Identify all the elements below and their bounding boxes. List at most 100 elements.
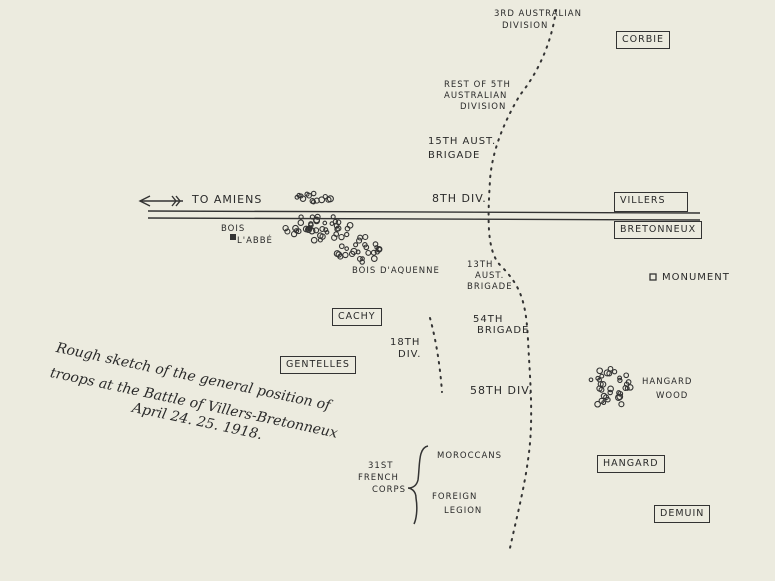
tree-mark — [594, 400, 601, 408]
place-villers: VILLERS — [614, 192, 688, 212]
tree-mark — [617, 375, 623, 381]
arrow-left-icon — [138, 195, 183, 207]
tree-mark — [309, 214, 316, 220]
tree-mark — [353, 242, 359, 248]
tree-mark — [596, 367, 604, 375]
label-54th-brigade: 54thBRIGADE — [473, 314, 530, 336]
tree-mark — [362, 233, 369, 241]
road-to-amiens — [147, 210, 701, 221]
tree-mark — [322, 220, 328, 226]
place-demuin: DEMUIN — [654, 505, 711, 523]
tree-mark — [317, 232, 324, 239]
monument-marker — [649, 273, 657, 281]
place-hangard: HANGARD — [597, 455, 665, 473]
tree-mark — [329, 221, 335, 226]
tree-mark — [338, 243, 345, 250]
tree-mark — [313, 227, 320, 234]
tree-mark — [304, 191, 310, 197]
bois-labbe-marker — [230, 234, 236, 240]
tree-mark — [319, 226, 326, 232]
tree-mark — [335, 225, 342, 232]
french-corps-brace — [407, 445, 429, 525]
tree-mark — [298, 193, 304, 199]
tree-mark — [344, 246, 350, 251]
label-15th-aust-brigade: 15th AUST.BRIGADE — [428, 136, 497, 161]
tree-mark — [611, 369, 618, 375]
tree-mark — [297, 219, 305, 226]
label-31st-french-corps: 31stFRENCHCORPS — [358, 461, 407, 495]
label-monument: MONUMENT — [662, 272, 730, 283]
tree-mark — [607, 389, 613, 396]
tree-mark — [338, 233, 345, 241]
tree-mark — [365, 249, 372, 256]
tree-mark — [355, 249, 361, 255]
tree-mark — [607, 365, 614, 372]
tree-mark — [618, 401, 625, 408]
tree-mark — [342, 251, 349, 259]
tree-mark — [337, 253, 344, 260]
tree-mark — [333, 231, 340, 237]
label-5th-australian-division: REST of 5thAUSTRALIANDIVISION — [444, 80, 511, 112]
tree-mark — [310, 236, 318, 244]
tree-mark — [357, 234, 364, 241]
tree-mark — [601, 400, 607, 406]
tree-mark — [607, 385, 614, 393]
wood-bois-daquenne — [333, 233, 383, 265]
tree-mark — [356, 237, 363, 244]
tree-mark — [282, 224, 289, 232]
tree-mark — [313, 216, 321, 224]
place-cachy: CACHY — [332, 308, 382, 326]
tree-mark — [356, 255, 363, 262]
tree-mark — [322, 193, 328, 200]
place-gentelles: GENTELLES — [280, 356, 356, 374]
tree-mark — [330, 214, 336, 220]
tree-mark — [617, 377, 623, 384]
woods — [282, 190, 634, 408]
tree-mark — [323, 227, 329, 233]
label-58th-div: 58th DIV. — [470, 384, 533, 397]
tree-mark — [597, 381, 604, 388]
place-corbie: CORBIE — [616, 31, 671, 49]
tree-mark — [295, 228, 302, 235]
tree-mark — [372, 241, 379, 247]
tree-mark — [603, 394, 610, 401]
tree-mark — [370, 249, 377, 256]
tree-mark — [363, 244, 370, 251]
front-line — [487, 9, 557, 549]
tree-mark — [310, 190, 317, 197]
tree-mark — [374, 249, 380, 255]
tree-mark — [588, 377, 594, 383]
tree-mark — [313, 197, 320, 204]
wood-bois-labbe — [282, 213, 354, 244]
tree-mark — [292, 224, 299, 232]
tree-mark — [346, 221, 354, 229]
tree-mark — [370, 255, 378, 262]
tree-mark — [344, 225, 351, 232]
div18-line — [429, 317, 443, 393]
wood-hangard — [588, 365, 634, 408]
tree-mark — [623, 372, 630, 379]
tree-mark — [598, 386, 605, 393]
label-13th-aust-brigade: 13thAUST.BRIGADE — [467, 260, 513, 292]
place-bretonneux: BRETONNEUX — [614, 221, 703, 239]
tree-mark — [360, 256, 365, 261]
tree-mark — [599, 373, 605, 379]
tree-mark — [302, 225, 310, 233]
tree-mark — [326, 195, 334, 203]
tree-mark — [599, 381, 607, 388]
label-to-amiens: TO AMIENS — [192, 193, 263, 206]
tree-mark — [325, 196, 332, 203]
tree-mark — [310, 199, 317, 205]
label-moroccans: MOROCCANS — [437, 451, 503, 461]
tree-mark — [308, 227, 316, 235]
tree-mark — [627, 384, 634, 391]
tree-mark — [348, 250, 356, 258]
tree-mark — [335, 219, 342, 226]
label-8th-div: 8th DIV. — [432, 192, 487, 205]
tree-mark — [298, 214, 304, 220]
